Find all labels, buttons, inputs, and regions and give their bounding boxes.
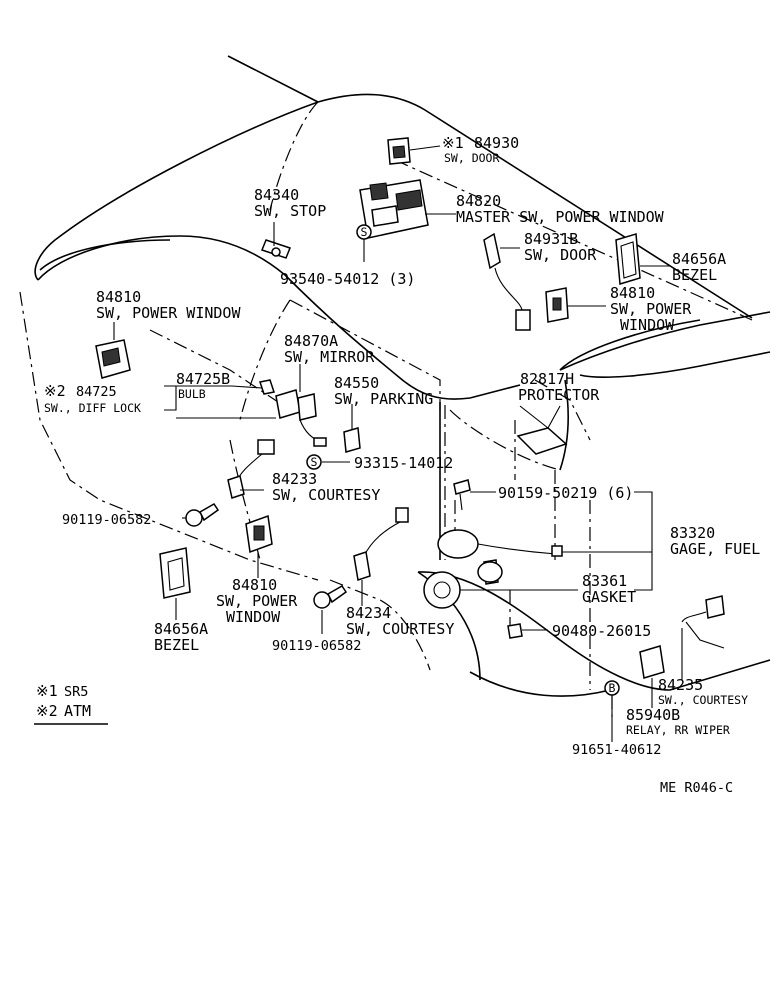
label-82817h: 82817H	[520, 370, 574, 388]
svg-text:S: S	[361, 225, 368, 239]
label-84656a-right-desc: BEZEL	[672, 266, 717, 284]
label-84656a-left-desc: BEZEL	[154, 636, 199, 654]
label-84810-middle-desc2: WINDOW	[226, 608, 281, 626]
label-84550: 84550	[334, 374, 379, 392]
part-84930-switch	[387, 137, 411, 165]
part-84810-middle-switch	[245, 514, 273, 554]
label-84870a: 84870A	[284, 332, 338, 350]
label-83320-desc: GAGE, FUEL	[670, 540, 760, 558]
label-85940b: 85940B	[626, 706, 680, 724]
part-84233-courtesy-switch	[227, 439, 275, 499]
label-84725: 84725	[76, 384, 117, 400]
label-90119-middle: 90119-06582	[272, 638, 361, 654]
part-84656a-bezel-right	[615, 233, 641, 285]
label-84233: 84233	[272, 470, 317, 488]
label-84820: 84820	[456, 192, 501, 210]
part-83320-fuel-gage	[437, 529, 563, 585]
label-83361-desc: GASKET	[582, 588, 636, 606]
label-84233-desc: SW, COURTESY	[272, 486, 380, 504]
svg-text:S: S	[311, 455, 318, 469]
legend-2-text: ATM	[64, 702, 91, 720]
label-84931b: 84931B	[524, 230, 578, 248]
label-84820-desc: MASTER SW, POWER WINDOW	[456, 208, 665, 226]
label-93315: 93315-14012	[354, 454, 453, 472]
label-84725-desc: SW., DIFF LOCK	[44, 401, 141, 415]
label-93540: 93540-54012 (3)	[280, 270, 415, 288]
part-83361-gasket	[423, 571, 461, 609]
part-84656a-bezel-left	[159, 547, 191, 599]
label-84930: 84930	[474, 134, 519, 152]
part-84810-left-switch	[95, 339, 131, 379]
part-84725b-bulb	[259, 379, 275, 395]
label-90159: 90159-50219 (6)	[498, 484, 633, 502]
b-mark: B	[604, 680, 620, 696]
diagram-reference: ME R046-C	[660, 780, 733, 796]
label-84234-desc: SW, COURTESY	[346, 620, 454, 638]
leader-lines	[113, 145, 683, 742]
s-mark-upper: S	[356, 224, 372, 240]
label-84235: 84235	[658, 676, 703, 694]
part-90159-bolt	[453, 479, 471, 511]
part-84820-master-switch	[359, 179, 429, 239]
label-84810-left: 84810	[96, 288, 141, 306]
legend-1-mark: ※1	[36, 682, 58, 700]
label-84810-middle: 84810	[232, 576, 277, 594]
label-84810-right: 84810	[610, 284, 655, 302]
label-82817h-desc: PROTECTOR	[518, 386, 600, 404]
part-90119-screw-left	[185, 503, 220, 527]
part-84550-parking-switch	[343, 427, 361, 453]
label-84870a-desc: SW, MIRROR	[284, 348, 375, 366]
label-84810-middle-desc1: SW, POWER	[216, 592, 298, 610]
part-84931b-door-switch	[483, 232, 531, 331]
label-90480: 90480-26015	[552, 622, 651, 640]
label-84340: 84340	[254, 186, 299, 204]
part-84234-courtesy-switch	[353, 507, 409, 581]
label-90119-left: 90119-06582	[62, 512, 151, 528]
part-84870a-mirror-switch	[275, 389, 327, 447]
label-83320: 83320	[670, 524, 715, 542]
part-84810-right-switch	[545, 287, 569, 323]
part-85940b-relay	[639, 645, 665, 679]
label-84340-desc: SW, STOP	[254, 202, 326, 220]
label-sr2: ※2	[44, 382, 66, 400]
body-outline	[19, 55, 771, 720]
label-84810-right-desc2: WINDOW	[620, 316, 675, 334]
label-84656a-left: 84656A	[154, 620, 208, 638]
label-sr1: ※1	[442, 134, 464, 152]
label-84810-left-desc: SW, POWER WINDOW	[96, 304, 241, 322]
part-90480-clip	[507, 623, 523, 639]
label-84656a-right: 84656A	[672, 250, 726, 268]
label-91651: 91651-40612	[572, 742, 661, 758]
svg-text:B: B	[609, 681, 616, 695]
label-84234: 84234	[346, 604, 391, 622]
label-84235-desc: SW., COURTESY	[658, 693, 748, 707]
part-84235-courtesy-switch	[681, 595, 725, 649]
label-84931b-desc: SW, DOOR	[524, 246, 597, 264]
label-84810-right-desc1: SW, POWER	[610, 300, 692, 318]
label-84550-desc: SW, PARKING	[334, 390, 433, 408]
legend-2-mark: ※2	[36, 702, 58, 720]
label-84930-desc: SW, DOOR	[444, 151, 499, 165]
s-mark-lower: S	[306, 454, 322, 470]
label-84725b-desc: BULB	[178, 387, 206, 401]
part-84340-stop-switch	[261, 239, 291, 259]
label-84725b: 84725B	[176, 370, 230, 388]
label-83361: 83361	[582, 572, 627, 590]
legend-1-text: SR5	[64, 684, 88, 700]
part-90119-screw-middle	[313, 585, 348, 609]
label-85940b-desc: RELAY, RR WIPER	[626, 723, 730, 737]
